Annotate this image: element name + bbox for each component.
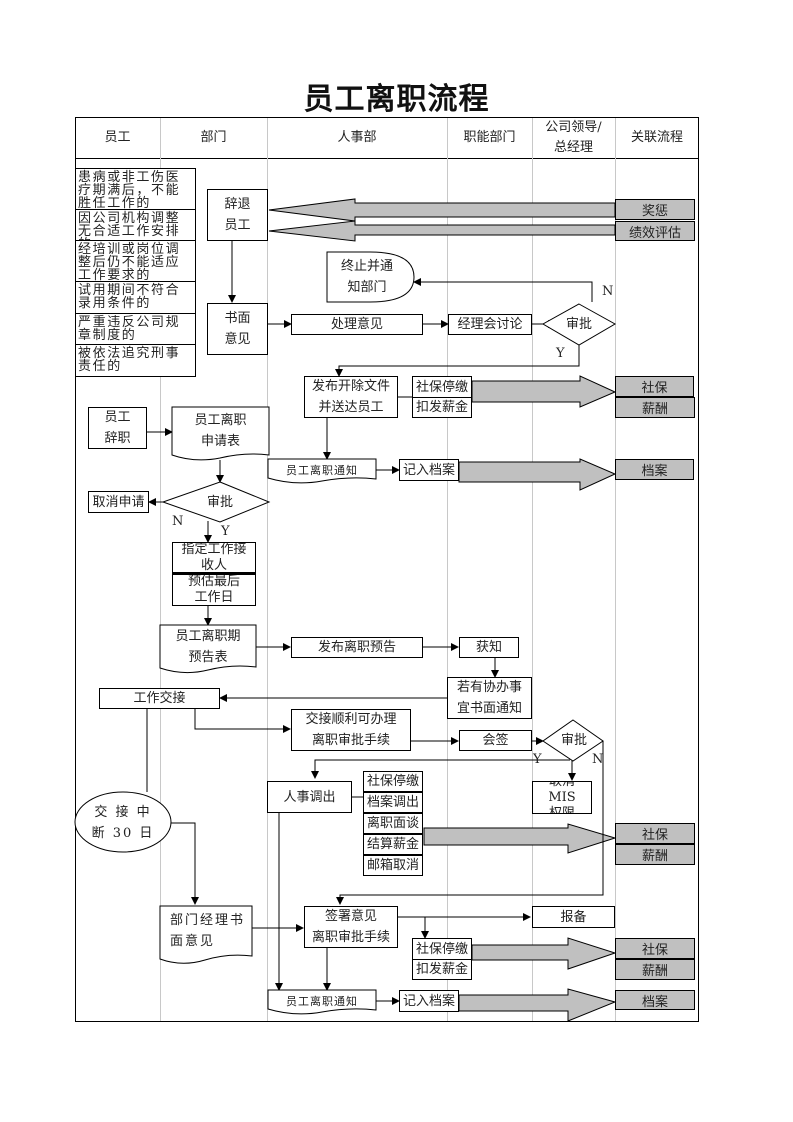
doc-shape-dept-manager <box>159 905 253 964</box>
lane-header-department: 部门 <box>200 130 227 145</box>
lane-header-hr: 人事部 <box>337 130 377 145</box>
task-item: 档案调出 <box>363 792 423 813</box>
related-arrow-si-salary-3 <box>471 937 617 970</box>
label-no: N <box>602 284 614 299</box>
label-yes: Y <box>533 752 542 767</box>
related-performance[interactable]: 绩效评估 <box>615 221 695 241</box>
condition-item: 严重违反公司规章制度的 <box>75 313 196 344</box>
related-social-insurance[interactable]: 社保 <box>615 938 695 959</box>
node-publish-notice: 发布离职预告 <box>291 637 423 658</box>
header-divider <box>75 158 699 159</box>
ellipse-handover-break <box>74 791 172 853</box>
related-arrow-si-salary-1 <box>471 375 617 408</box>
node-hr-transfer: 人事调出 <box>267 781 352 813</box>
node-pay-salary: 扣发薪金 <box>412 959 472 980</box>
lane-divider <box>160 118 161 1021</box>
task-item: 社保停缴 <box>363 771 423 792</box>
doc-shape-notice2 <box>267 989 377 1015</box>
condition-item: 经培训或岗位调整后仍不能适应工作要求的 <box>75 240 196 281</box>
lane-divider <box>615 118 616 1021</box>
task-item: 结算薪金 <box>363 834 423 855</box>
node-record-archive: 记入档案 <box>399 990 459 1012</box>
label-no: N <box>172 514 184 529</box>
node-publish-dismissal: 发布开除文件 并送达员工 <box>304 376 398 418</box>
lane-divider <box>532 118 533 1021</box>
lane-divider <box>447 118 448 1021</box>
decision-approve-1 <box>541 303 617 346</box>
related-salary[interactable]: 薪酬 <box>615 844 695 865</box>
label-yes: Y <box>221 524 230 539</box>
task-item: 离职面谈 <box>363 813 423 834</box>
swimlane-frame <box>75 117 699 1022</box>
doc-shape-notice1 <box>267 458 377 484</box>
related-arrow-reward <box>268 198 616 222</box>
node-dismiss-employee: 辞退 员工 <box>207 189 268 241</box>
node-filing: 报备 <box>532 906 615 928</box>
node-countersign: 会签 <box>459 730 532 751</box>
label-no: N <box>592 752 604 767</box>
lane-header-functional-dept: 职能部门 <box>463 130 516 145</box>
related-salary[interactable]: 薪酬 <box>615 397 695 418</box>
lane-header-leadership: 公司领导/ 总经理 <box>545 120 602 155</box>
decision-approve-3 <box>542 719 604 762</box>
related-arrow-performance <box>268 220 616 242</box>
node-cancel-application: 取消申请 <box>88 491 149 513</box>
lane-header-related-process: 关联流程 <box>630 130 683 145</box>
related-social-insurance[interactable]: 社保 <box>615 823 695 844</box>
condition-item: 被依法追究刑事责任的 <box>75 344 196 377</box>
node-written-notify: 若有协办事 宜书面通知 <box>447 677 532 719</box>
label-yes: Y <box>556 346 565 361</box>
node-si-stop: 社保停缴 <box>412 376 472 398</box>
node-si-stop: 社保停缴 <box>412 938 472 960</box>
node-manager-discussion: 经理会讨论 <box>448 314 532 335</box>
condition-item: 试用期间不符合录用条件的 <box>75 281 196 313</box>
related-social-insurance[interactable]: 社保 <box>615 376 694 397</box>
node-assign-receiver: 指定工作接 收人 <box>172 542 256 574</box>
terminal-terminate <box>326 251 415 303</box>
related-arrow-archive-1 <box>458 458 617 491</box>
doc-shape-resign-form <box>171 406 270 461</box>
node-handover-ok: 交接顺利可办理 离职审批手续 <box>291 709 411 751</box>
related-arrow-si-salary-2 <box>423 823 617 854</box>
related-reward[interactable]: 奖惩 <box>615 199 695 220</box>
node-cancel-mis: 取消 MIS 权限 <box>532 781 592 814</box>
condition-item: 患病或非工伤医疗期满后，不能胜任工作的 <box>75 168 196 209</box>
node-sign-opinion: 签署意见 离职审批手续 <box>304 906 398 948</box>
task-item: 邮箱取消 <box>363 855 423 876</box>
node-pay-salary: 扣发薪金 <box>412 397 472 418</box>
doc-shape-notice-form <box>159 624 257 674</box>
related-archive[interactable]: 档案 <box>615 990 695 1010</box>
node-handover: 工作交接 <box>99 688 220 709</box>
lane-divider <box>267 118 268 1021</box>
node-record-archive: 记入档案 <box>399 459 459 481</box>
related-arrow-archive-2 <box>458 988 617 1022</box>
related-salary[interactable]: 薪酬 <box>615 959 695 980</box>
lane-header-employee: 员工 <box>104 130 131 145</box>
node-handle-opinion: 处理意见 <box>291 314 423 335</box>
page-title: 员工离职流程 <box>303 82 490 117</box>
decision-approve-2 <box>161 481 271 523</box>
node-employee-resign: 员工 辞职 <box>88 407 147 449</box>
condition-item: 因公司机构调整无合适工作安排的 <box>75 209 196 240</box>
related-archive[interactable]: 档案 <box>615 459 694 480</box>
node-estimate-last-day: 预估最后 工作日 <box>172 574 256 606</box>
node-informed: 获知 <box>459 637 519 658</box>
node-written-opinion: 书面 意见 <box>207 303 268 355</box>
